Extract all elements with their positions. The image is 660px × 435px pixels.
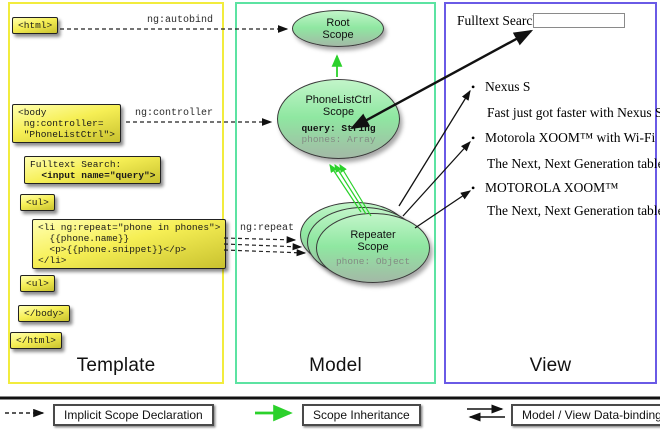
li-repeat-box: <li ng:repeat="phone in phones"> {{phone… xyxy=(32,219,227,269)
list-item: • Nexus S xyxy=(471,79,530,95)
model-column: Model xyxy=(235,2,436,384)
view-column-title: View xyxy=(529,355,572,376)
bullet-icon: • xyxy=(471,80,476,94)
template-column-title: Template xyxy=(76,355,156,376)
legend-model-view-data-binding: Model / View Data-binding xyxy=(511,404,660,426)
legend-scope-inheritance: Scope Inheritance xyxy=(302,404,421,426)
template-column: Template xyxy=(8,2,224,384)
item-snippet: Fast just got faster with Nexus S. xyxy=(487,105,660,120)
item-name: Motorola XOOM™ with Wi-Fi xyxy=(485,130,656,145)
ng-controller-label: ng:controller xyxy=(133,108,216,119)
legend-implicit-scope-declaration: Implicit Scope Declaration xyxy=(53,404,214,426)
item-snippet: The Next, Next Generation tablet. xyxy=(487,203,660,218)
phonelistctrl-scope-ellipse: PhoneListCtrl Scope query: String phones… xyxy=(277,79,400,159)
body-open-box: <body ng:controller= "PhoneListCtrl"> xyxy=(12,104,121,143)
list-item: • Motorola XOOM™ with Wi-Fi xyxy=(471,130,655,146)
model-column-title: Model xyxy=(309,355,362,376)
html-close-box: </html> xyxy=(10,332,62,349)
item-name: Nexus S xyxy=(485,79,531,94)
fulltext-search-input[interactable] xyxy=(533,13,625,28)
fulltext-search-box: Fulltext Search: <input name="query"> xyxy=(24,156,162,184)
list-item: • MOTOROLA XOOM™ xyxy=(471,180,618,196)
root-scope-ellipse: Root Scope xyxy=(292,10,384,47)
ul-close-box: <ul> xyxy=(20,275,55,292)
body-close-box: </body> xyxy=(18,305,70,322)
ng-repeat-label: ng:repeat xyxy=(238,223,297,234)
bullet-icon: • xyxy=(471,181,476,195)
item-name: MOTOROLA XOOM™ xyxy=(485,180,619,195)
item-snippet: The Next, Next Generation tablet. xyxy=(487,156,660,171)
ng-autobind-label: ng:autobind xyxy=(145,15,216,26)
html-open-box: <html> xyxy=(12,17,59,34)
bullet-icon: • xyxy=(471,131,476,145)
view-search-label: Fulltext Search: xyxy=(457,13,543,28)
repeater-scope-front-ellipse: Repeater Scope phone: Object xyxy=(316,213,430,283)
ul-open-box: <ul> xyxy=(20,194,55,211)
